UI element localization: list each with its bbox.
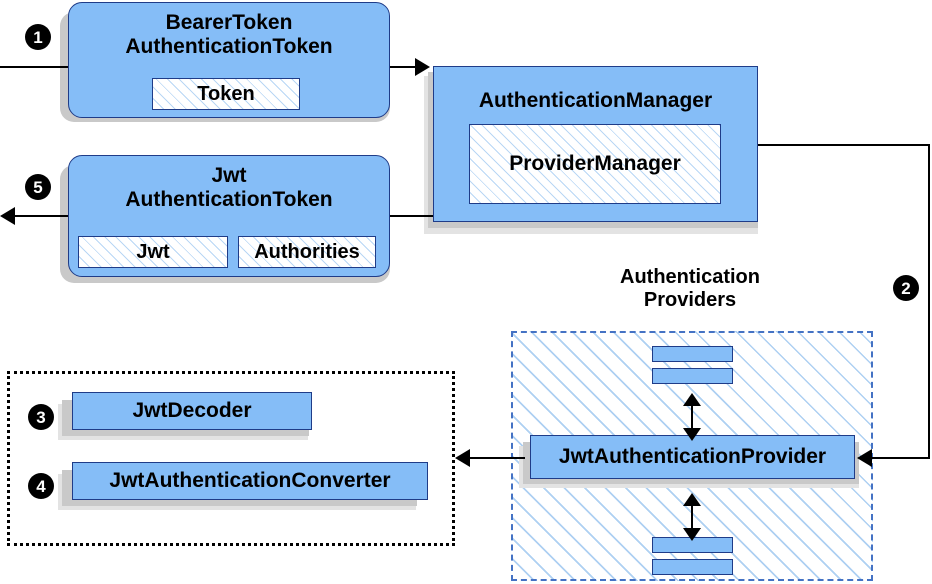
node-provider-manager[interactable]: ProviderManager [469,124,721,204]
arrowhead-up-bottom-link [683,493,701,506]
jwt-token-title-line1: Jwt [211,164,247,187]
connector-provider-to-helpers [470,457,525,459]
jwt-helpers-container [7,371,455,546]
arrowhead-down-bottom-link [683,528,701,541]
connector-manager-to-providers-top [758,144,930,146]
connector-inbound-request [0,66,70,68]
node-token-field[interactable]: Token [152,78,300,110]
node-jwt-authentication-token[interactable]: Jwt AuthenticationToken [68,155,390,277]
connector-top-link [691,398,693,434]
connector-bottom-link [691,498,693,534]
arrowhead-token-to-manager [415,58,430,76]
arrowhead-outbound-result [0,207,15,225]
provider-placeholder-bar-bottom-2 [652,559,733,575]
node-jwt-decoder[interactable]: JwtDecoder [72,392,312,430]
bearer-token-title-line1: BearerToken [165,11,293,34]
connector-outbound-result [2,215,70,217]
node-jwt-field[interactable]: Jwt [78,236,228,268]
node-jwt-authentication-provider[interactable]: JwtAuthenticationProvider [530,435,855,479]
bearer-token-title-line2: AuthenticationToken [125,34,333,58]
providers-group-label-line2: Providers [643,288,737,311]
arrowhead-up-top-link [683,393,701,406]
bearer-token-title: BearerToken AuthenticationToken [125,11,332,58]
step-badge-5: 5 [25,174,51,200]
connector-manager-to-providers-bottom [872,457,930,459]
providers-group-label: Authentication Providers [575,266,805,312]
step-badge-3: 3 [28,404,54,430]
authentication-manager-title: AuthenticationManager [478,89,713,112]
connector-manager-to-jwt-token [389,215,435,217]
arrowhead-provider-to-helpers [455,449,470,467]
providers-group-label-line1: Authentication [620,266,760,288]
provider-placeholder-bar-top-2 [652,368,733,384]
jwt-token-title: Jwt AuthenticationToken [125,164,332,211]
arrowhead-into-jwt-provider [857,449,872,467]
arrowhead-down-top-link [683,428,701,441]
step-badge-2: 2 [893,275,919,301]
step-badge-1: 1 [25,24,51,50]
step-badge-4: 4 [28,473,54,499]
connector-token-to-manager [390,66,423,68]
node-jwt-authentication-converter[interactable]: JwtAuthenticationConverter [72,462,428,500]
jwt-token-title-line2: AuthenticationToken [125,187,333,211]
node-authorities-field[interactable]: Authorities [238,236,376,268]
connector-manager-to-providers-vertical [928,144,930,458]
provider-placeholder-bar-top-1 [652,346,733,362]
